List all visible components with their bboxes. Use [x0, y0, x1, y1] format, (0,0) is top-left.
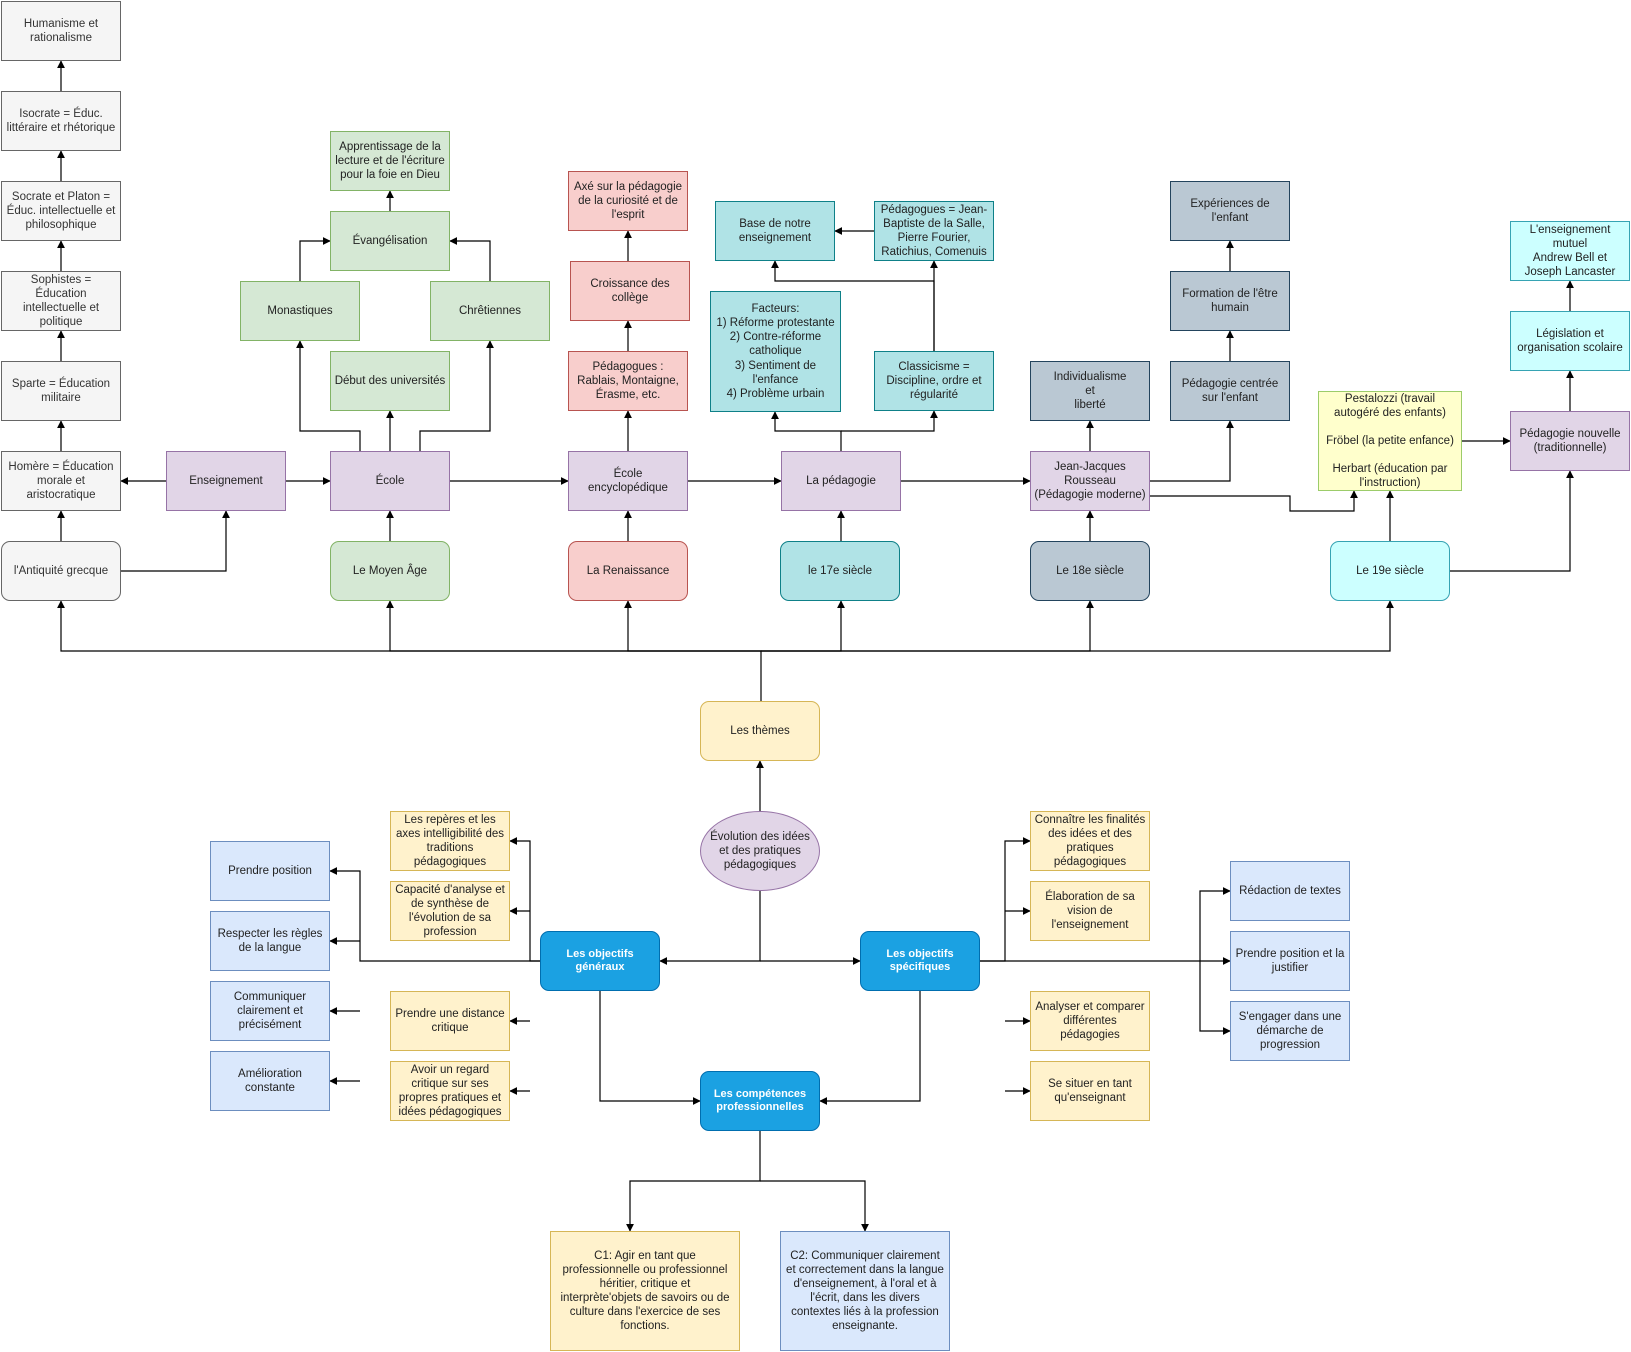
connector-edge	[1450, 470, 1574, 572]
node-moyen-age[interactable]: Le Moyen Âge	[330, 541, 450, 601]
connector-edge	[1199, 961, 1231, 1035]
node-regard-critique[interactable]: Avoir un regard critique sur ses propres…	[390, 1061, 510, 1121]
node-respecter-regles[interactable]: Respecter les règles de la langue	[210, 911, 330, 971]
connector-edge	[1199, 887, 1231, 961]
node-c1[interactable]: C1: Agir en tant que professionnelle ou …	[550, 1231, 740, 1351]
node-c2[interactable]: C2: Communiquer clairement et correcteme…	[780, 1231, 950, 1351]
node-competences[interactable]: Les compétences professionnelles	[700, 1071, 820, 1131]
node-analyser-comparer[interactable]: Analyser et comparer différentes pédagog…	[1030, 991, 1150, 1051]
node-legislation[interactable]: Législation et organisation scolaire	[1510, 311, 1630, 371]
node-apprentissage[interactable]: Apprentissage de la lecture et de l'écri…	[330, 131, 450, 191]
node-experiences-enfant[interactable]: Expériences de l'enfant	[1170, 181, 1290, 241]
node-debut-universites[interactable]: Début des universités	[330, 351, 450, 411]
connector-edge	[509, 837, 540, 962]
node-la-pedagogie[interactable]: La pédagogie	[781, 451, 901, 511]
node-chretiennes[interactable]: Chrêtiennes	[430, 281, 550, 341]
connector-edge	[761, 600, 1094, 652]
node-prendre-position-justifier[interactable]: Prendre position et la justifier	[1230, 931, 1350, 991]
node-se-situer[interactable]: Se situer en tant qu'enseignant	[1030, 1061, 1150, 1121]
connector-edge	[1150, 490, 1358, 512]
connector-edge	[760, 1180, 869, 1232]
connector-edge	[624, 600, 761, 652]
node-pedagogie-nouvelle[interactable]: Pédagogie nouvelle (traditionnelle)	[1510, 411, 1630, 471]
connector-edge	[1150, 420, 1234, 482]
connector-edge	[599, 991, 701, 1105]
node-19e-siecle[interactable]: Le 19e siècle	[1330, 541, 1450, 601]
node-renaissance[interactable]: La Renaissance	[568, 541, 688, 601]
node-antiquite-grecque[interactable]: l'Antiquité grecque	[1, 541, 121, 601]
node-croissance-college[interactable]: Croissance des collège	[570, 261, 690, 321]
node-socrate-platon[interactable]: Socrate et Platon = Éduc. intellectuelle…	[1, 181, 121, 241]
node-prendre-distance[interactable]: Prendre une distance critique	[390, 991, 510, 1051]
node-communiquer[interactable]: Communiquer clairement et précisément	[210, 981, 330, 1041]
connector-edge	[819, 991, 921, 1105]
node-18e-siecle[interactable]: Le 18e siècle	[1030, 541, 1150, 601]
connector-edge	[299, 237, 331, 281]
connector-edge	[761, 600, 1394, 652]
node-formation-etre-humain[interactable]: Formation de l'être humain	[1170, 271, 1290, 331]
connector-edge	[386, 600, 761, 652]
node-reperes[interactable]: Les repères et les axes intelligibilité …	[390, 811, 510, 871]
node-evolution[interactable]: Évolution des idées et des pratiques péd…	[700, 811, 820, 891]
node-objectifs-specifiques[interactable]: Les objectifs spécifiques	[860, 931, 980, 991]
node-isocrate[interactable]: Isocrate = Éduc. littéraire et rhétoriqu…	[1, 91, 121, 151]
node-elaboration[interactable]: Élaboration de sa vision de l'enseigneme…	[1030, 881, 1150, 941]
node-monastiques[interactable]: Monastiques	[240, 281, 360, 341]
node-individualisme[interactable]: Individualisme et liberté	[1030, 361, 1150, 421]
node-enseignement[interactable]: Enseignement	[166, 451, 286, 511]
connector-edge	[626, 1131, 761, 1232]
connector-edge	[980, 837, 1031, 962]
node-engager-demarche[interactable]: S'engager dans une démarche de progressi…	[1230, 1001, 1350, 1061]
node-pedagogues-renaissance[interactable]: Pédagogues : Rablais, Montaigne, Érasme,…	[568, 351, 688, 411]
connector-edge	[761, 600, 845, 652]
connector-edge	[841, 410, 938, 432]
node-amelioration[interactable]: Amélioration constante	[210, 1051, 330, 1111]
connector-edge	[57, 600, 762, 701]
node-sparte[interactable]: Sparte = Éducation militaire	[1, 361, 121, 421]
node-redaction-textes[interactable]: Rédaction de textes	[1230, 861, 1350, 921]
node-pedagogues-17e[interactable]: Pédagogues = Jean- Baptiste de la Salle,…	[874, 201, 994, 261]
connector-edge	[771, 411, 842, 451]
connector-edge	[121, 510, 230, 572]
node-pestalozzi-frobel-herbart[interactable]: Pestalozzi (travail autogéré des enfants…	[1318, 391, 1462, 491]
node-les-themes[interactable]: Les thèmes	[700, 701, 820, 761]
node-17e-siecle[interactable]: le 17e siècle	[780, 541, 900, 601]
connector-edge	[659, 891, 761, 965]
node-sophistes[interactable]: Sophistes = Éducation intellectuelle et …	[1, 271, 121, 331]
node-classicisme[interactable]: Classicisme = Discipline, ordre et régul…	[874, 351, 994, 411]
node-prendre-position[interactable]: Prendre position	[210, 841, 330, 901]
node-axe-curiosite[interactable]: Axé sur la pédagogie de la curiosité et …	[568, 171, 688, 231]
node-enseignement-mutuel[interactable]: L'enseignement mutuel Andrew Bell et Jos…	[1510, 221, 1630, 281]
node-ecole[interactable]: École	[330, 451, 450, 511]
connector-edge	[449, 237, 491, 281]
node-ecole-encyclopedique[interactable]: École encyclopédique	[568, 451, 688, 511]
node-rousseau[interactable]: Jean-Jacques Rousseau (Pédagogie moderne…	[1030, 451, 1150, 511]
node-capacite-analyse[interactable]: Capacité d'analyse et de synthèse de l'é…	[390, 881, 510, 941]
node-objectifs-generaux[interactable]: Les objectifs généraux	[540, 931, 660, 991]
node-base-enseignement[interactable]: Base de notre enseignement	[715, 201, 835, 261]
node-evangelisation[interactable]: Évangélisation	[330, 211, 450, 271]
node-connaitre-finalites[interactable]: Connaître les finalités des idées et des…	[1030, 811, 1150, 871]
node-facteurs[interactable]: Facteurs: 1) Réforme protestante 2) Cont…	[710, 291, 841, 412]
node-homere[interactable]: Homère = Éducation morale et aristocrati…	[1, 451, 121, 511]
node-pedagogie-centree[interactable]: Pédagogie centrée sur l'enfant	[1170, 361, 1290, 421]
node-humanisme[interactable]: Humanisme et rationalisme	[1, 1, 121, 61]
